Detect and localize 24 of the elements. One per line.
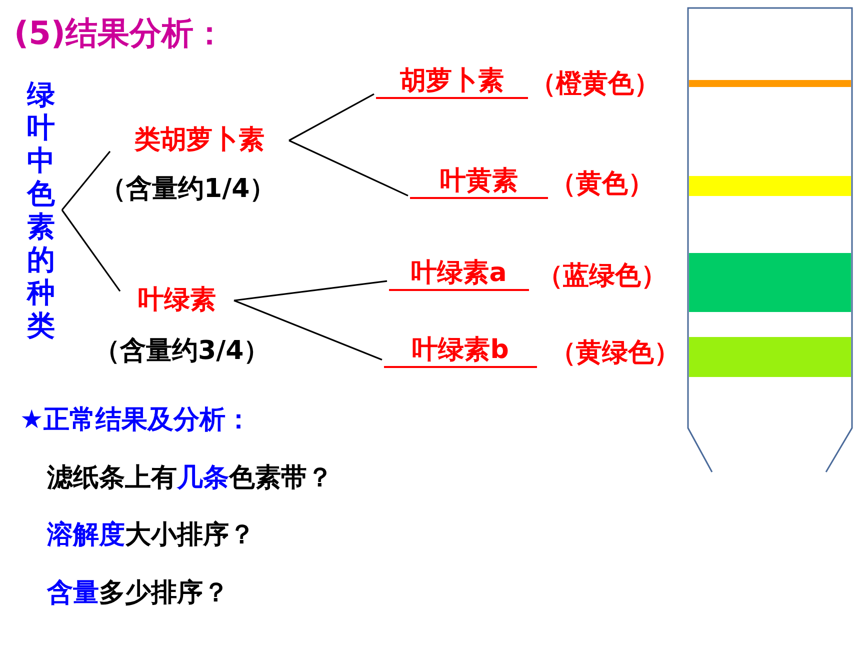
- question-text: 滤纸条上有几条色素带？: [47, 462, 333, 495]
- pigment-name: 叶绿素a: [389, 258, 529, 291]
- pigment-name: 叶绿素: [137, 285, 217, 316]
- pigment-name: 类胡萝卜素: [133, 125, 266, 156]
- branch-line: [288, 93, 374, 142]
- color-note: （黄色）: [550, 168, 654, 201]
- branch-line: [234, 300, 382, 360]
- content-note: （含量约3/4）: [94, 335, 270, 368]
- title: (5)结果分析：: [14, 13, 226, 54]
- pigment-name: 叶黄素: [410, 166, 548, 199]
- color-note: （橙黄色）: [530, 68, 660, 101]
- section-heading: ★正常结果及分析：: [20, 404, 252, 437]
- branch-line: [61, 210, 121, 292]
- color-note: （黄绿色）: [550, 337, 680, 370]
- pigment-name: 叶绿素b: [384, 335, 537, 368]
- color-note: （蓝绿色）: [537, 260, 667, 293]
- pigment-name: 胡萝卜素: [376, 66, 528, 99]
- branch-line: [234, 280, 388, 302]
- content-note: （含量约1/4）: [100, 173, 276, 206]
- branch-line: [288, 140, 408, 196]
- vertical-heading: 绿叶中色素的种类: [26, 78, 56, 342]
- question-text: 溶解度大小排序？: [47, 519, 255, 552]
- question-text: 含量多少排序？: [47, 577, 229, 610]
- branch-line: [61, 150, 111, 210]
